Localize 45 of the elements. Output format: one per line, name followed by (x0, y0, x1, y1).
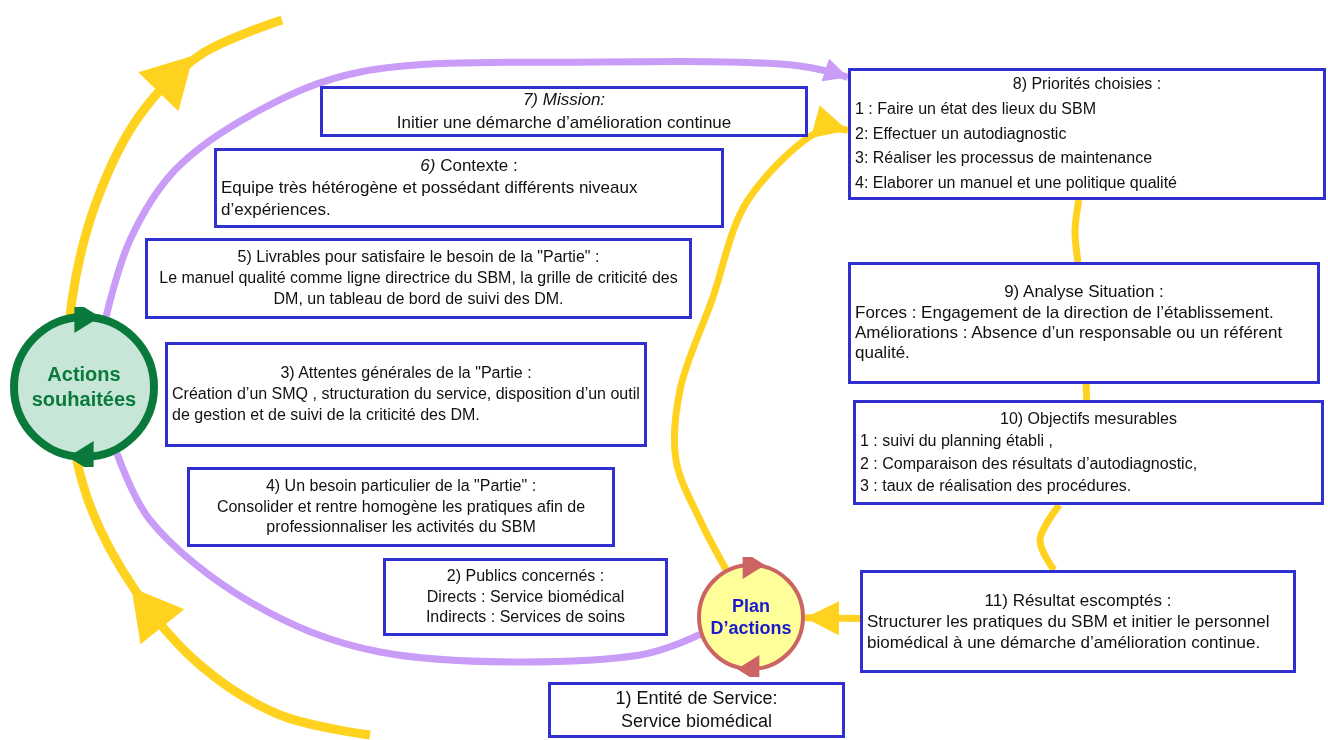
text-box (848, 68, 1326, 200)
text-box (383, 558, 668, 636)
arrow (670, 105, 849, 571)
box-text: Equipe très hétérogène et possédant différents niveaux d’expériences. (221, 176, 639, 222)
box-heading: 2) Publics concernés : (445, 565, 606, 586)
box-text: Création d’un SMQ , structuration du service, disposition d’un outil de gestion et de suivi de la criticité des DM. (172, 384, 640, 425)
box-heading: 6) Contexte : (419, 154, 519, 177)
box-heading: 5) Livrables pour satisfaire le besoin de la "Partie" : (236, 247, 601, 268)
box-text: Directs : Service biomédical (425, 586, 626, 607)
box-text: 3: Réaliser les processus de maintenance (855, 148, 1154, 169)
text-box (853, 400, 1324, 505)
box-text: 1 : Faire un état des lieux du SBM (855, 98, 1097, 119)
text-box (320, 86, 808, 137)
box-text: Initier une démarche d’amélioration continue (395, 111, 733, 134)
box-text: Améliorations : Absence d’un responsable ou un référent qualité. (855, 323, 1284, 364)
box-text: Consolider et rentre homogène les pratiques afin de professionnaliser les activités du SBM (215, 496, 587, 538)
box-text: Structurer les pratiques du SBM et initier le personnel biomédical à une démarche d’amélioration continue. (867, 610, 1271, 654)
box-heading: 1) Entité de Service: (614, 686, 779, 710)
arrow (102, 58, 849, 318)
box-text: Le manuel qualité comme ligne directrice du SBM, la grille de criticité des DM, un tableau de bord de suivi des DM. (158, 268, 679, 309)
box-heading: 4) Un besoin particulier de la "Partie" : (264, 475, 538, 496)
box-text: 2 : Comparaison des résultats d’autodiagnostic, (860, 453, 1199, 474)
box-text: 1 : suivi du planning établi , (860, 431, 1054, 452)
circle-label: Plan D’actions (709, 594, 793, 640)
box-heading: 3) Attentes générales de la "Partie : (279, 363, 533, 384)
box-text: 2: Effectuer un autodiagnostic (855, 123, 1068, 144)
text-box (848, 262, 1320, 384)
box-text: Forces : Engagement de la direction de l’établissement. (855, 302, 1275, 323)
text-box (165, 342, 647, 447)
text-box (214, 148, 724, 228)
box-text: Indirects : Services de soins (424, 607, 627, 628)
box-heading: 9) Analyse Situation : (1003, 282, 1165, 303)
text-box (860, 570, 1296, 673)
text-box (187, 467, 615, 547)
box-heading: 8) Priorités choisies : (1011, 74, 1163, 94)
box-text: Service biomédical (619, 710, 774, 733)
box-text: 4: Elaborer un manuel et une politique qualité (855, 173, 1178, 194)
circle-label: Actions souhaitées (30, 362, 138, 412)
text-box (548, 682, 845, 738)
box-heading: 11) Résultat escomptés : (983, 589, 1173, 611)
text-box (145, 238, 692, 319)
box-heading: 7) Mission: (521, 89, 607, 112)
box-heading: 10) Objectifs mesurables (999, 408, 1178, 429)
box-text: 3 : taux de réalisation des procédures. (860, 475, 1133, 496)
arrow (804, 601, 861, 636)
